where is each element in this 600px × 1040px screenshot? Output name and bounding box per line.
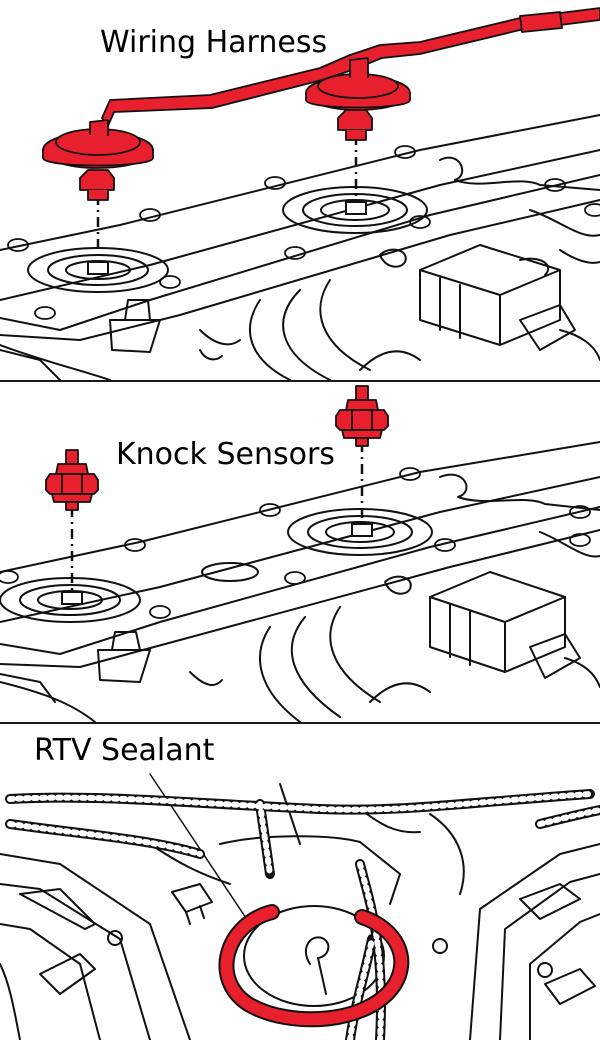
- panel-knock-sensors: Knock Sensors: [0, 382, 600, 722]
- rtv-sealant-label: RTV Sealant: [34, 733, 215, 768]
- wiring-harness-label: Wiring Harness: [100, 25, 328, 60]
- knock-sensor-right: [335, 385, 389, 447]
- panel-rtv-sealant-drawing: [0, 773, 600, 1040]
- panel-knock-sensors-drawing: [0, 385, 600, 722]
- panel-wiring-harness: Wiring Harness: [0, 0, 600, 380]
- wiring-harness-highlight: [42, 7, 600, 201]
- rtv-sealant-bead: [218, 904, 410, 1028]
- panel-wiring-harness-drawing: [0, 7, 600, 380]
- panel-divider-2: [0, 722, 600, 724]
- panel-rtv-sealant: RTV Sealant: [0, 724, 600, 1040]
- knock-sensors-label: Knock Sensors: [116, 437, 335, 472]
- knock-sensor-left: [45, 449, 99, 511]
- panel-divider-1: [0, 380, 600, 382]
